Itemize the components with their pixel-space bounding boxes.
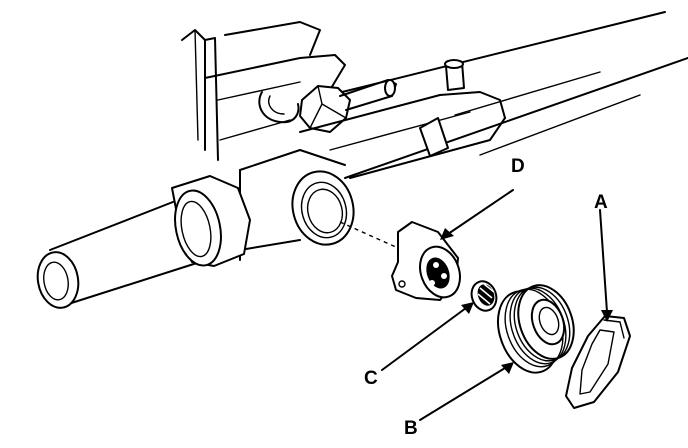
callout-label-c: C (364, 368, 378, 389)
rack-housing-tube (329, 11, 688, 179)
rack-main-body (239, 91, 506, 261)
part-b-adjusting-plug (497, 284, 575, 374)
rack-guide-port (291, 170, 355, 246)
rack-left-shaft (36, 199, 201, 309)
vent-pipe (444, 59, 465, 91)
callout-label-a: A (594, 192, 608, 213)
callout-label-b: B (404, 418, 418, 439)
part-c-spring (470, 280, 498, 312)
hex-bolt (258, 79, 397, 133)
callout-label-d: D (511, 156, 525, 177)
part-a-locknut (565, 315, 631, 409)
leader-arrows (381, 189, 613, 421)
mounting-bracket (181, 21, 346, 161)
assembly-centerline (339, 221, 399, 249)
part-d-rack-guide (391, 221, 461, 301)
boot-collar (171, 175, 251, 267)
